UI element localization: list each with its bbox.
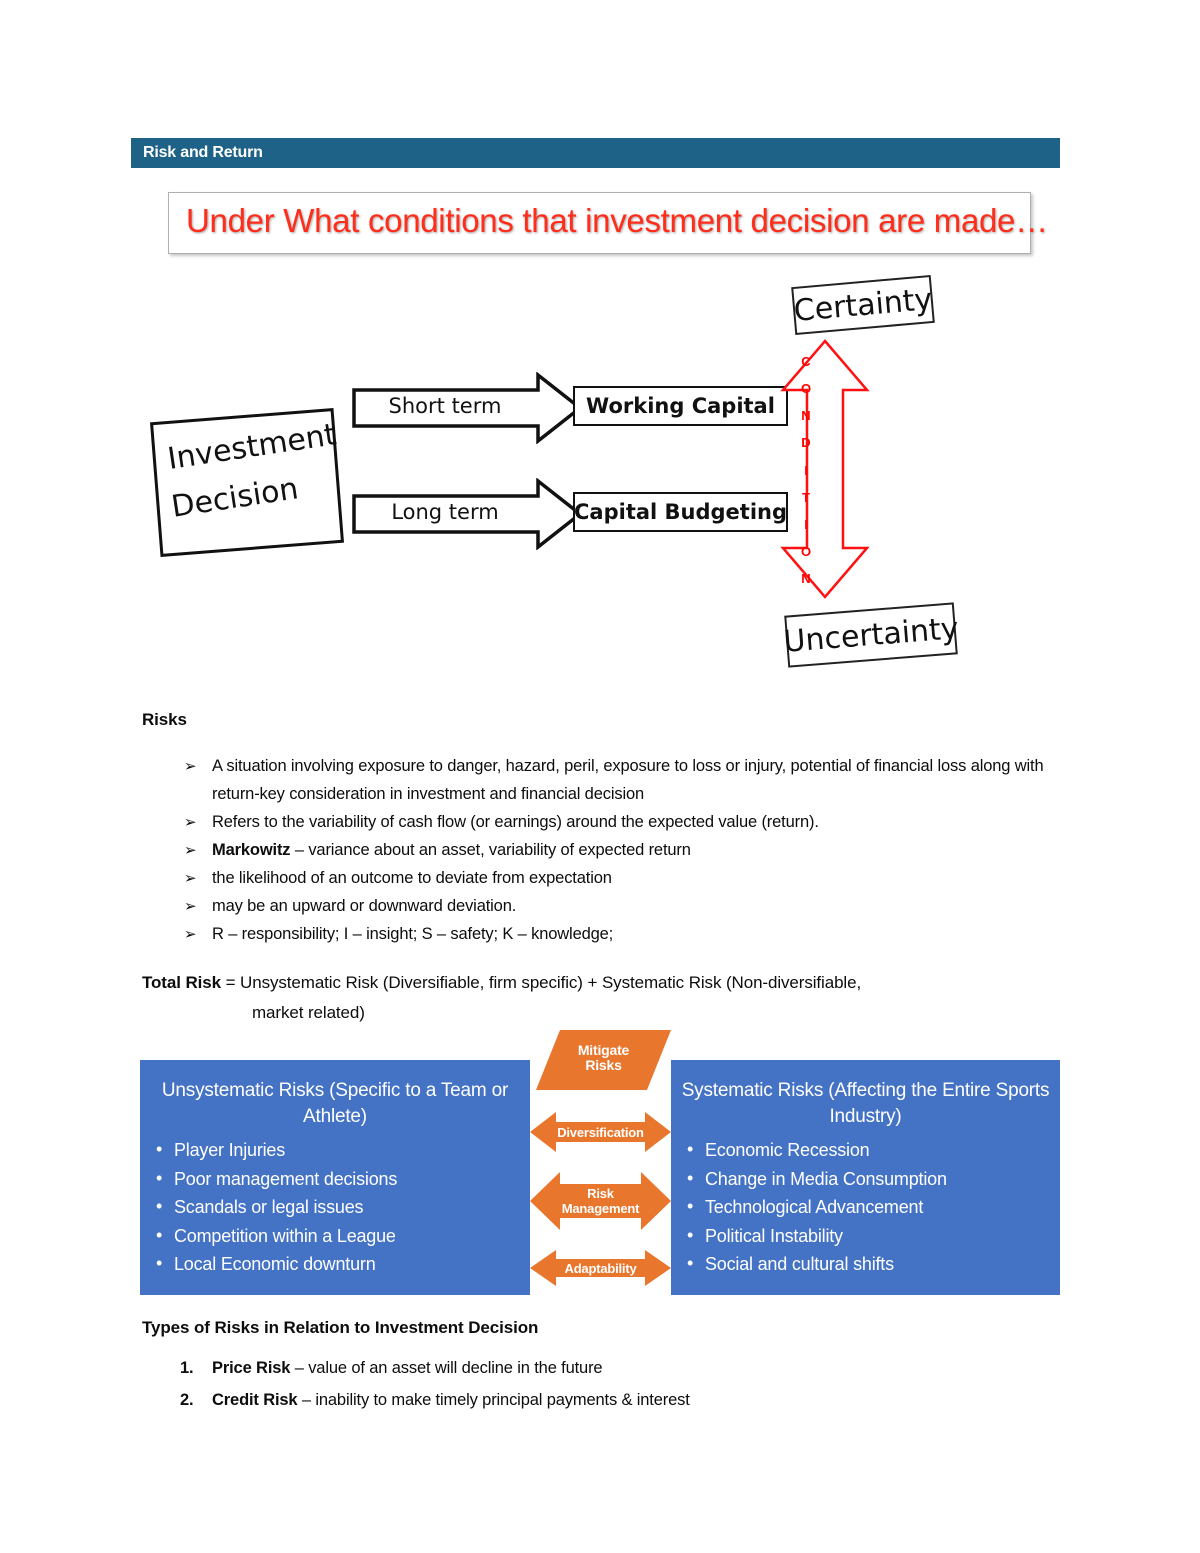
list-item-number: 2. — [180, 1391, 194, 1409]
investment-decision-line2: Decision — [169, 471, 301, 525]
adaptability-arrow: Adaptability — [530, 1248, 671, 1288]
bullet-icon: • — [687, 1167, 694, 1188]
section-header-bar: Risk and Return — [131, 138, 1060, 168]
list-item: • Economic Recession — [685, 1136, 1054, 1165]
list-item: 1. Price Risk – value of an asset will d… — [142, 1352, 1072, 1384]
list-item-text: Markowitz – variance about an asset, var… — [212, 841, 691, 859]
page-title: Risk and Return — [143, 144, 263, 161]
list-item: ➢ Refers to the variability of cash flow… — [142, 808, 1072, 836]
list-item: • Change in Media Consumption — [685, 1165, 1054, 1194]
uncertainty-box: Uncertainty — [782, 602, 960, 668]
types-heading: Types of Risks in Relation to Investment… — [142, 1318, 539, 1337]
bullet-icon: • — [687, 1224, 694, 1245]
bullet-icon: • — [687, 1139, 694, 1159]
banner-question-text: Under What conditions that investment de… — [186, 202, 1048, 239]
investment-decision-box: Investment Decision — [149, 407, 345, 558]
list-item-text: Competition within a League — [174, 1225, 396, 1246]
list-item-text: R – responsibility; I – insight; S – saf… — [212, 925, 614, 943]
list-item-text: Political Instability — [705, 1225, 843, 1246]
list-item-text: the likelihood of an outcome to deviate … — [212, 869, 612, 887]
list-item-term: Price Risk — [212, 1359, 291, 1377]
diversification-arrow: Diversification — [530, 1110, 671, 1154]
bullet-icon: • — [687, 1253, 694, 1273]
list-item-text: may be an upward or downward deviation. — [212, 897, 517, 915]
list-item: ➢ the likelihood of an outcome to deviat… — [142, 864, 1072, 892]
list-item: • Technological Advancement — [685, 1193, 1054, 1222]
list-item-text: A situation involving exposure to danger… — [212, 757, 1044, 803]
condition-double-arrow-icon — [780, 338, 870, 600]
investment-decision-line1: Investment — [165, 417, 339, 477]
risk-comparison-diagram: Unsystematic Risks (Specific to a Team o… — [140, 1030, 1060, 1295]
certainty-label: Certainty — [792, 281, 934, 329]
systematic-risks-items: • Economic Recession • Change in Media C… — [685, 1136, 1054, 1279]
list-item: • Social and cultural shifts — [685, 1250, 1054, 1279]
arrow-bullet-icon: ➢ — [184, 869, 197, 887]
total-risk-line1: = Unsystematic Risk (Diversifiable, firm… — [220, 973, 862, 992]
working-capital-box: Working Capital — [573, 386, 788, 426]
capital-budgeting-label: Capital Budgeting — [574, 500, 788, 524]
certainty-box: Certainty — [791, 274, 935, 336]
bullet-icon: • — [156, 1196, 163, 1216]
list-item: ➢ A situation involving exposure to dang… — [142, 752, 1072, 808]
list-item-text: Scandals or legal issues — [174, 1197, 364, 1217]
arrow-bullet-icon: ➢ — [184, 925, 197, 943]
risks-list: ➢ A situation involving exposure to dang… — [142, 752, 1072, 948]
bullet-icon: • — [687, 1196, 694, 1216]
list-item: ➢ Markowitz – variance about an asset, v… — [142, 836, 1072, 864]
list-item-text: Player Injuries — [174, 1140, 286, 1160]
list-item-text: – value of an asset will decline in the … — [290, 1359, 603, 1377]
capital-budgeting-box: Capital Budgeting — [573, 492, 788, 532]
total-risk-line2: market related) — [252, 1003, 365, 1022]
list-item: • Competition within a League — [154, 1222, 524, 1251]
unsystematic-risks-items: • Player Injuries • Poor management deci… — [154, 1136, 524, 1279]
list-item: ➢ may be an upward or downward deviation… — [142, 892, 1072, 920]
list-item-text: Poor management decisions — [174, 1168, 398, 1189]
short-term-arrow: Short term — [352, 372, 584, 444]
list-item: • Political Instability — [685, 1222, 1054, 1251]
bullet-icon: • — [156, 1139, 163, 1159]
total-risk-definition: Total Risk = Unsystematic Risk (Diversif… — [142, 968, 1072, 1028]
list-item: • Player Injuries — [154, 1136, 524, 1165]
risks-heading: Risks — [142, 710, 187, 729]
arrow-bullet-icon: ➢ — [184, 813, 197, 831]
list-item-term: Credit Risk — [212, 1391, 298, 1409]
list-item-text: Social and cultural shifts — [705, 1254, 894, 1274]
uncertainty-label: Uncertainty — [782, 610, 960, 660]
list-item: 2. Credit Risk – inability to make timel… — [142, 1384, 1072, 1416]
bullet-icon: • — [156, 1167, 163, 1188]
list-item-text: Refers to the variability of cash flow (… — [212, 813, 819, 831]
list-item-text: Economic Recession — [705, 1140, 870, 1160]
list-item-number: 1. — [180, 1359, 194, 1377]
list-item-text: Local Economic downturn — [174, 1254, 376, 1274]
list-item-text: Technological Advancement — [705, 1197, 924, 1217]
arrow-bullet-icon: ➢ — [184, 757, 197, 775]
total-risk-lead: Total Risk — [142, 973, 221, 992]
types-list: 1. Price Risk – value of an asset will d… — [142, 1352, 1072, 1416]
unsystematic-risks-heading: Unsystematic Risks (Specific to a Team o… — [161, 1080, 509, 1127]
working-capital-label: Working Capital — [586, 394, 775, 418]
systematic-risks-panel: Systematic Risks (Affecting the Entire S… — [671, 1060, 1060, 1295]
list-item: • Poor management decisions — [154, 1165, 524, 1194]
list-item: ➢ R – responsibility; I – insight; S – s… — [142, 920, 1072, 948]
list-item: • Scandals or legal issues — [154, 1193, 524, 1222]
list-item-text: – inability to make timely principal pay… — [297, 1391, 690, 1409]
list-item: • Local Economic downturn — [154, 1250, 524, 1279]
arrow-bullet-icon: ➢ — [184, 897, 197, 915]
investment-decision-diagram: Investment Decision Short term Long term… — [0, 0, 1200, 700]
systematic-risks-heading: Systematic Risks (Affecting the Entire S… — [681, 1080, 1050, 1127]
arrow-bullet-icon: ➢ — [184, 841, 197, 859]
bullet-icon: • — [156, 1253, 163, 1273]
bullet-icon: • — [156, 1224, 163, 1245]
list-item-text: Change in Media Consumption — [705, 1168, 947, 1189]
banner-question-box: Under What conditions that investment de… — [168, 192, 1048, 254]
unsystematic-risks-panel: Unsystematic Risks (Specific to a Team o… — [140, 1060, 530, 1295]
long-term-arrow: Long term — [352, 478, 584, 550]
long-term-label: Long term — [391, 500, 499, 524]
short-term-label: Short term — [388, 394, 502, 418]
